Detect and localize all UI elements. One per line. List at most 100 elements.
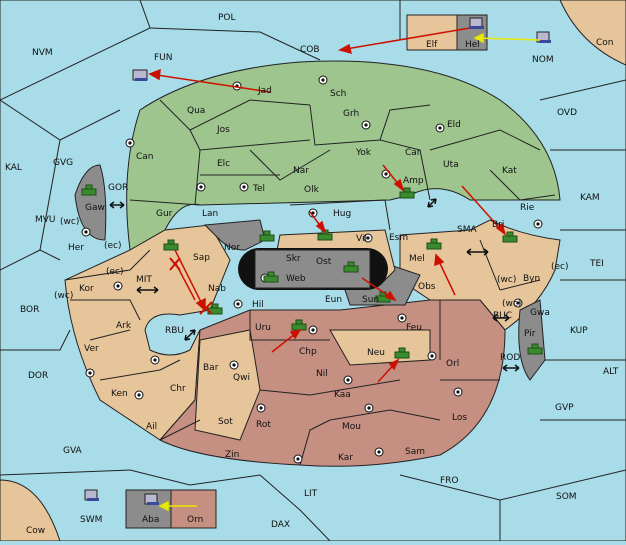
label-kor: Kor bbox=[79, 284, 94, 294]
label-nab: Nab bbox=[208, 284, 226, 294]
label-lan: Lan bbox=[202, 209, 218, 219]
rose-labels: Uru Chp Kaa Ail Rot Mou Los Zin Kar Sam bbox=[146, 323, 467, 463]
label-aba: Aba bbox=[142, 515, 159, 525]
label-nar: Nar bbox=[293, 166, 309, 176]
label-sam: Sam bbox=[405, 447, 425, 457]
support-arrows bbox=[158, 32, 541, 512]
label-can: Can bbox=[136, 152, 154, 162]
fleet-unit bbox=[469, 17, 484, 29]
label-coast-ec-her: (ec) bbox=[104, 241, 122, 251]
label-hel: Hel bbox=[465, 40, 480, 50]
label-car: Car bbox=[405, 148, 421, 158]
label-gur: Gur bbox=[156, 209, 173, 219]
label-web: Web bbox=[286, 274, 306, 284]
gray-nor bbox=[203, 219, 266, 251]
label-tei: TEI bbox=[589, 259, 604, 269]
label-dor: DOR bbox=[28, 371, 48, 381]
label-ovd: OVD bbox=[557, 108, 577, 118]
army-unit bbox=[81, 184, 543, 359]
label-ost: Ost bbox=[316, 257, 332, 267]
label-nor: Nor bbox=[224, 243, 240, 253]
label-amp: Amp bbox=[403, 176, 424, 186]
label-orn: Orn bbox=[187, 515, 203, 525]
label-sma: SMA bbox=[457, 225, 477, 235]
label-grh: Grh bbox=[343, 109, 359, 119]
label-rod: ROD bbox=[500, 353, 520, 363]
label-ail: Ail bbox=[146, 422, 157, 432]
label-bri: Bri bbox=[492, 220, 504, 230]
label-nom: NOM bbox=[532, 55, 554, 65]
label-gvp: GVP bbox=[555, 403, 574, 413]
label-kar: Kar bbox=[338, 453, 353, 463]
label-mel: Mel bbox=[409, 254, 425, 264]
fleet-unit bbox=[144, 493, 159, 505]
label-rie: Rie bbox=[520, 203, 535, 213]
label-qua: Qua bbox=[187, 106, 205, 116]
region-borders bbox=[64, 99, 556, 466]
label-buc: BUC bbox=[493, 311, 512, 321]
label-coast-wc-gwa: (wc) bbox=[502, 299, 521, 309]
label-bar: Bar bbox=[203, 363, 219, 373]
tan-labels: Elf Gaw Her Kor Ark Ver Sap Nab Hil Eun … bbox=[68, 40, 550, 525]
label-vil: Vil bbox=[356, 234, 367, 244]
label-qwi: Qwi bbox=[233, 373, 250, 383]
label-her: Her bbox=[68, 243, 84, 253]
label-chr: Chr bbox=[170, 384, 186, 394]
label-sap: Sap bbox=[193, 253, 210, 263]
coast-labels: (wc) (ec) (ec) (wc) (wc) (ec) (wc) bbox=[54, 217, 569, 309]
label-fro: FRO bbox=[440, 476, 459, 486]
label-eun: Eun bbox=[325, 295, 342, 305]
label-orl: Orl bbox=[446, 359, 459, 369]
label-kaa: Kaa bbox=[334, 390, 351, 400]
label-ken: Ken bbox=[111, 389, 128, 399]
label-coast-wc-her: (wc) bbox=[60, 217, 79, 227]
sea-labels: POL NVM FUN COB NOM Con OVD KAL GVG GOR … bbox=[5, 13, 619, 536]
label-coast-ec-kor: (ec) bbox=[106, 267, 124, 277]
label-uru: Uru bbox=[255, 323, 271, 333]
label-kup: KUP bbox=[570, 326, 588, 336]
label-yok: Yok bbox=[355, 148, 372, 158]
label-elf: Elf bbox=[426, 40, 438, 50]
cancel-marks bbox=[169, 257, 213, 315]
label-mit: MIT bbox=[136, 275, 152, 285]
label-som: SOM bbox=[556, 492, 577, 502]
label-pol: POL bbox=[218, 13, 236, 23]
label-elc: Elc bbox=[217, 159, 230, 169]
label-swm: SWM bbox=[80, 515, 102, 525]
label-neu: Neu bbox=[367, 348, 385, 358]
label-ark: Ark bbox=[116, 321, 132, 331]
label-pir: Pir bbox=[524, 329, 536, 339]
label-fun: FUN bbox=[154, 53, 173, 63]
fleet-unit bbox=[536, 31, 551, 43]
label-jos: Jos bbox=[216, 125, 230, 135]
label-con: Con bbox=[596, 38, 614, 48]
label-rot: Rot bbox=[256, 420, 271, 430]
label-obs: Obs bbox=[418, 282, 436, 292]
label-gwa: Gwa bbox=[530, 308, 550, 318]
fleet-unit bbox=[84, 489, 99, 501]
label-nvm: NVM bbox=[32, 48, 53, 58]
label-gor: GOR bbox=[108, 183, 128, 193]
label-olk: Olk bbox=[304, 185, 320, 195]
label-uta: Uta bbox=[443, 160, 459, 170]
box-orn bbox=[170, 489, 217, 529]
tan-south-territory bbox=[194, 329, 261, 441]
label-kal: KAL bbox=[5, 163, 22, 173]
label-sch: Sch bbox=[330, 89, 346, 99]
label-eld: Eld bbox=[447, 120, 461, 130]
green-labels: Jad Sch Qua Jos Grh Eld Can Yok Car Elc … bbox=[136, 86, 535, 244]
label-mou: Mou bbox=[342, 422, 361, 432]
label-rbu: RBU bbox=[165, 326, 184, 336]
label-tel: Tel bbox=[252, 184, 265, 194]
label-gvg: GVG bbox=[53, 158, 73, 168]
label-nil: Nil bbox=[316, 369, 328, 379]
label-lit: LIT bbox=[304, 489, 318, 499]
label-coast-wc-kor: (wc) bbox=[54, 291, 73, 301]
label-kam: KAM bbox=[580, 193, 600, 203]
label-hil: Hil bbox=[252, 300, 264, 310]
label-coast-ec-byn: (ec) bbox=[551, 262, 569, 272]
label-zin: Zin bbox=[225, 450, 239, 460]
label-esm: Esm bbox=[389, 233, 408, 243]
crossing-icons bbox=[109, 198, 520, 372]
